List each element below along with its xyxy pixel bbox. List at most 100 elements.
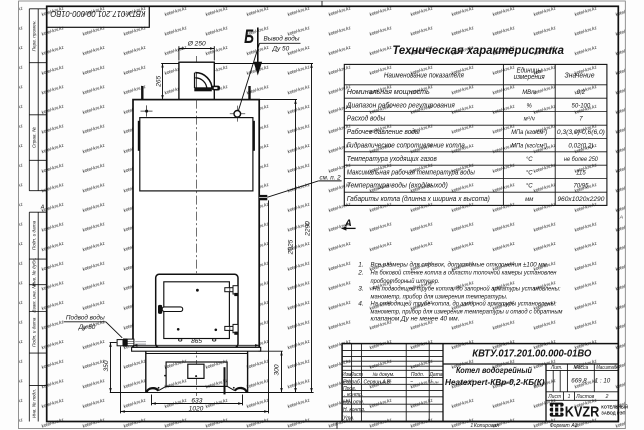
svg-text:°С: °С: [526, 157, 533, 163]
svg-text:Гидравлическое сопротивление к: Гидравлическое сопротивление котла: [347, 142, 465, 150]
svg-text:Лист: Лист: [349, 372, 363, 378]
svg-text:Значение: Значение: [565, 72, 595, 79]
svg-text:0,2: 0,2: [577, 90, 586, 96]
svg-text:манометр, прибор для измерения: манометр, прибор для измерения температу…: [371, 293, 508, 301]
svg-text:2290: 2290: [304, 221, 311, 237]
svg-text:Единицы: Единицы: [517, 66, 543, 74]
svg-text:960х1020х2290: 960х1020х2290: [557, 197, 605, 203]
svg-text:2025: 2025: [287, 239, 294, 255]
svg-text:Дата: Дата: [428, 372, 442, 378]
svg-text:А: А: [40, 205, 45, 211]
svg-text:Наименование показателя: Наименование показателя: [384, 72, 464, 79]
svg-text:Разраб.: Разраб.: [343, 379, 361, 385]
svg-text:KVZR: KVZR: [565, 404, 600, 420]
svg-text:Копировал: Копировал: [474, 423, 499, 429]
svg-text:Температура воды (вход/выход): Температура воды (вход/выход): [347, 182, 448, 190]
svg-text:Формат А3: Формат А3: [550, 423, 578, 429]
svg-text:т.лн: т.лн: [431, 380, 439, 384]
svg-text:Лит.: Лит.: [550, 365, 563, 371]
svg-text:измерения: измерения: [514, 74, 545, 81]
svg-text:Взам. инв. №: Взам. инв. №: [32, 284, 37, 313]
svg-text:Справ. №: Справ. №: [32, 127, 37, 148]
svg-text:МВт: МВт: [522, 90, 536, 96]
svg-text:Подп. и дата: Подп. и дата: [32, 317, 37, 347]
svg-text:4.: 4.: [358, 301, 364, 308]
svg-text:633: 633: [191, 397, 202, 404]
svg-text:На боковой стенке котла в обла: На боковой стенке котла в области топочн…: [371, 268, 557, 276]
svg-text:865: 865: [191, 338, 202, 345]
svg-text:Все размеры для справок, допус: Все размеры для справок, допустимые откл…: [371, 260, 549, 268]
svg-text:На подводящей трубе котла, до: На подводящей трубе котла, до запорной а…: [373, 285, 561, 293]
svg-text:Рабочее давление воды: Рабочее давление воды: [347, 128, 421, 136]
svg-text:. контр.: . контр.: [344, 392, 363, 398]
svg-text:Максимальная рабочая температу: Максимальная рабочая температура воды: [347, 168, 476, 176]
svg-text:Ø 250: Ø 250: [187, 41, 206, 48]
svg-text:Перв. примен.: Перв. примен.: [32, 20, 37, 51]
svg-text:МПа (кгс/см²): МПа (кгс/см²): [511, 144, 547, 150]
svg-text:КВТУ.017.201.00.000-01ВО: КВТУ.017.201.00.000-01ВО: [472, 349, 591, 360]
svg-text:669,8: 669,8: [571, 377, 587, 384]
svg-text:Масштаб: Масштаб: [596, 365, 616, 371]
svg-text:Масса: Масса: [574, 365, 589, 371]
svg-text:115: 115: [576, 170, 586, 176]
svg-text:Лист: Лист: [547, 394, 561, 400]
svg-text:Нач.отд.: Нач.отд.: [343, 399, 364, 405]
svg-text:~: ~: [410, 379, 413, 385]
svg-text:70/95: 70/95: [573, 184, 589, 190]
svg-text:Н. контр.: Н. контр.: [343, 407, 366, 413]
svg-text:На отводящей трубе котла, до з: На отводящей трубе котла, до запорной ар…: [371, 300, 557, 308]
svg-text:МПа (кгс/см²): МПа (кгс/см²): [511, 130, 547, 136]
svg-text:Изм: Изм: [342, 372, 352, 378]
svg-text:2.: 2.: [357, 269, 364, 276]
svg-text:не более 250: не более 250: [564, 157, 599, 163]
svg-text:50-100: 50-100: [572, 103, 591, 109]
svg-text:%: %: [527, 103, 533, 109]
svg-text:Утв.: Утв.: [343, 416, 354, 422]
svg-text:265: 265: [155, 75, 162, 87]
svg-text:манометр, прибор для измерения: манометр, прибор для измерения температу…: [371, 307, 563, 315]
svg-text:Инв. № подл.: Инв. № подл.: [32, 389, 37, 418]
svg-text:1.: 1.: [358, 261, 364, 268]
svg-text:1020: 1020: [189, 405, 204, 412]
svg-text:1: 1: [470, 423, 473, 429]
svg-text:м3/ч: м3/ч: [524, 115, 535, 123]
svg-text:Подвод воды: Подвод воды: [66, 314, 105, 322]
svg-text:Подп.: Подп.: [411, 372, 424, 378]
svg-text:0,3(3,0)-0,6(6,0): 0,3(3,0)-0,6(6,0): [557, 130, 605, 136]
svg-text:Техническая характеристика: Техническая характеристика: [392, 43, 564, 57]
svg-text:ЗАВОД РЭП: ЗАВОД РЭП: [601, 410, 625, 415]
svg-text:Вывод воды: Вывод воды: [263, 35, 299, 43]
svg-text:Номинальная мощность: Номинальная мощность: [347, 89, 430, 96]
svg-text:Габариты котла (длинна х ширин: Габариты котла (длинна х ширина х высота…: [347, 195, 490, 203]
svg-text:Ду 50: Ду 50: [78, 324, 96, 331]
svg-text:Температура уходящих газов: Температура уходящих газов: [347, 155, 437, 163]
svg-text:°С: °С: [526, 184, 533, 190]
svg-text:Heatexpert-КВр-0,2-КБ(К): Heatexpert-КВр-0,2-КБ(К): [445, 377, 545, 387]
svg-text:пробоотборный штуцер.: пробоотборный штуцер.: [371, 277, 440, 285]
svg-text:3.: 3.: [358, 286, 364, 293]
svg-text:Подп. и дата: Подп. и дата: [32, 220, 37, 250]
svg-text:А: А: [344, 218, 352, 229]
svg-text:КВТУ.017.201.00.000-01ВО: КВТУ.017.201.00.000-01ВО: [50, 9, 145, 19]
svg-text:350: 350: [103, 360, 110, 371]
svg-text:°С: °С: [526, 170, 533, 176]
svg-text:1 : 10: 1 : 10: [595, 377, 611, 384]
svg-text:КОТЕЛЬНЫЙ: КОТЕЛЬНЫЙ: [601, 404, 628, 409]
svg-text:Сервин А.В.: Сервин А.В.: [364, 379, 392, 385]
svg-text:№ докум.: № докум.: [372, 372, 394, 378]
svg-text:клапаном Ду не менее 40 мм.: клапаном Ду не менее 40 мм.: [371, 316, 460, 323]
svg-text:А: А: [619, 215, 623, 221]
svg-text:Б: Б: [244, 27, 254, 48]
svg-text:Пров.: Пров.: [343, 386, 356, 392]
svg-text:1: 1: [568, 394, 571, 400]
svg-text:2: 2: [605, 394, 609, 400]
svg-text:0,02(0,2): 0,02(0,2): [568, 144, 593, 150]
svg-text:мм: мм: [525, 197, 533, 203]
svg-text:7: 7: [579, 117, 583, 123]
svg-text:Диапазон рабочего регулировани: Диапазон рабочего регулирования: [346, 101, 455, 109]
svg-text:см. п. 2: см. п. 2: [319, 174, 341, 181]
svg-text:Ду 50: Ду 50: [271, 46, 289, 53]
svg-text:Котел водогрейный: Котел водогрейный: [456, 365, 533, 375]
svg-text:Листов: Листов: [575, 394, 595, 400]
svg-text:300: 300: [273, 364, 280, 375]
